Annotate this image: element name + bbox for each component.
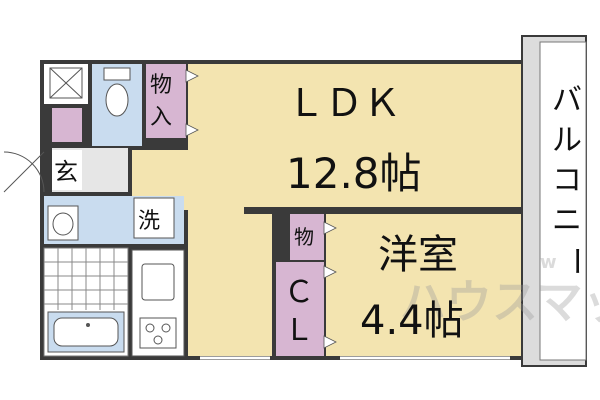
storage-small-label: 物 — [294, 225, 314, 249]
western-label: 洋室 — [378, 232, 458, 278]
door-marks — [185, 69, 337, 349]
storage-top — [146, 64, 186, 138]
storage-small — [290, 214, 324, 260]
ldk-room-lower — [188, 200, 272, 356]
closet-label-c: Ｃ — [284, 275, 314, 310]
svg-text:ー: ー — [558, 246, 593, 276]
svg-text:バ: バ — [552, 83, 582, 118]
washer-label: 洗 — [138, 209, 160, 234]
entrance-label: 玄 — [54, 158, 78, 186]
bathtub-icon — [47, 311, 125, 353]
toilet-icon — [103, 67, 131, 117]
ldk-label: ＬＤＫ — [287, 81, 401, 125]
closet-label-l: Ｌ — [284, 313, 314, 348]
balcony-label: バ ル コ ニ ー — [552, 83, 593, 276]
entrance-label-box — [52, 150, 82, 190]
watermark-text: ハウスマップ — [400, 275, 600, 329]
sink-icon — [47, 205, 79, 241]
svg-text:ニ: ニ — [552, 203, 582, 238]
watermark-small-text: w — [540, 252, 557, 273]
kitchen-sink-icon — [141, 263, 175, 301]
entrance-door-icon — [3, 151, 45, 193]
ldk-size-label: 12.8帖 — [286, 149, 422, 198]
balcony-inner — [539, 41, 587, 361]
closet — [276, 262, 324, 356]
storage-top-label-1: 物 — [150, 73, 172, 98]
shelf — [52, 108, 82, 142]
svg-text:コ: コ — [552, 163, 582, 198]
partition-wall — [244, 207, 522, 214]
watermark: ハウスマップ w — [400, 252, 600, 329]
stove-icon — [139, 317, 177, 349]
western-size-label: 4.4帖 — [360, 298, 464, 344]
storage-top-label-2: 入 — [150, 105, 172, 130]
ldk-room — [188, 64, 522, 208]
shaft-cross — [49, 67, 83, 99]
washer-area — [133, 197, 175, 239]
western-room — [326, 214, 522, 356]
svg-text:ル: ル — [552, 123, 582, 158]
